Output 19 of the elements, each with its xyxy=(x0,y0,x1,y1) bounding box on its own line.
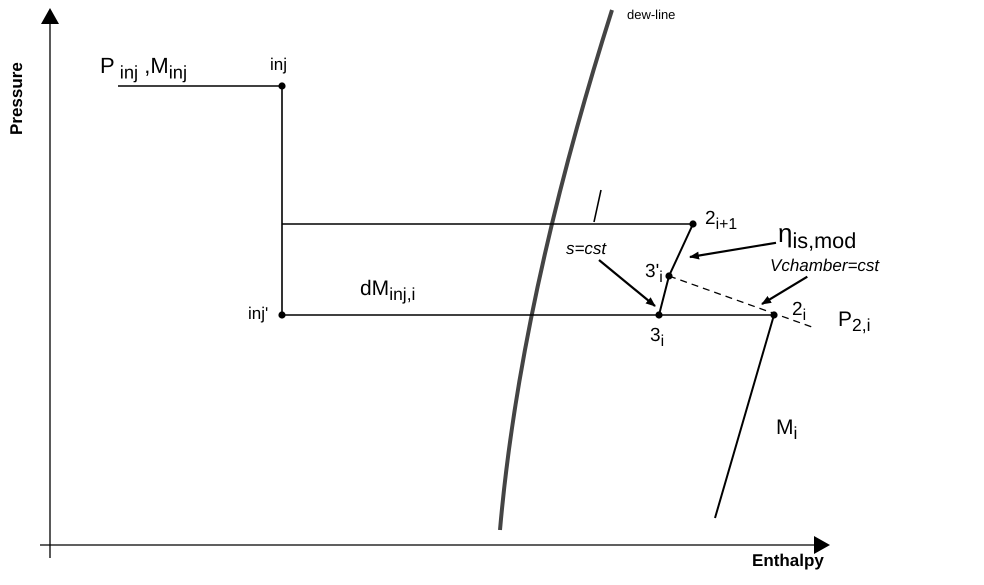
point-label: inj' xyxy=(248,305,268,324)
curve-label: dew-line xyxy=(627,8,676,22)
flow-label: M$_{i}$ xyxy=(776,416,798,444)
point-label: 3'$_{i}$ xyxy=(645,262,663,286)
leader-arrow xyxy=(761,276,808,305)
point-label: 2$_{i+1}$ xyxy=(705,209,738,234)
point-label: 3$_{i}$ xyxy=(650,326,664,350)
state-label: P $_{inj}$ ,M$_{inj}$ xyxy=(100,54,188,83)
axis-title: Pressure xyxy=(8,62,27,135)
point-label: 2$_{i}$ xyxy=(792,300,806,324)
efficiency-label: η$_{is,mod}$ xyxy=(778,219,856,254)
leader-arrow xyxy=(689,242,776,260)
point-label: inj xyxy=(270,56,288,75)
pressure-label: P$_{2,i}$ xyxy=(838,308,870,336)
leader-arrow xyxy=(598,259,656,307)
flow-label: dM$_{inj,i}$ xyxy=(360,277,416,304)
isentrope-label: s=cst xyxy=(566,240,606,259)
axis-title: Enthalpy xyxy=(752,552,824,571)
volume-label: Vchamber=cst xyxy=(770,257,880,276)
